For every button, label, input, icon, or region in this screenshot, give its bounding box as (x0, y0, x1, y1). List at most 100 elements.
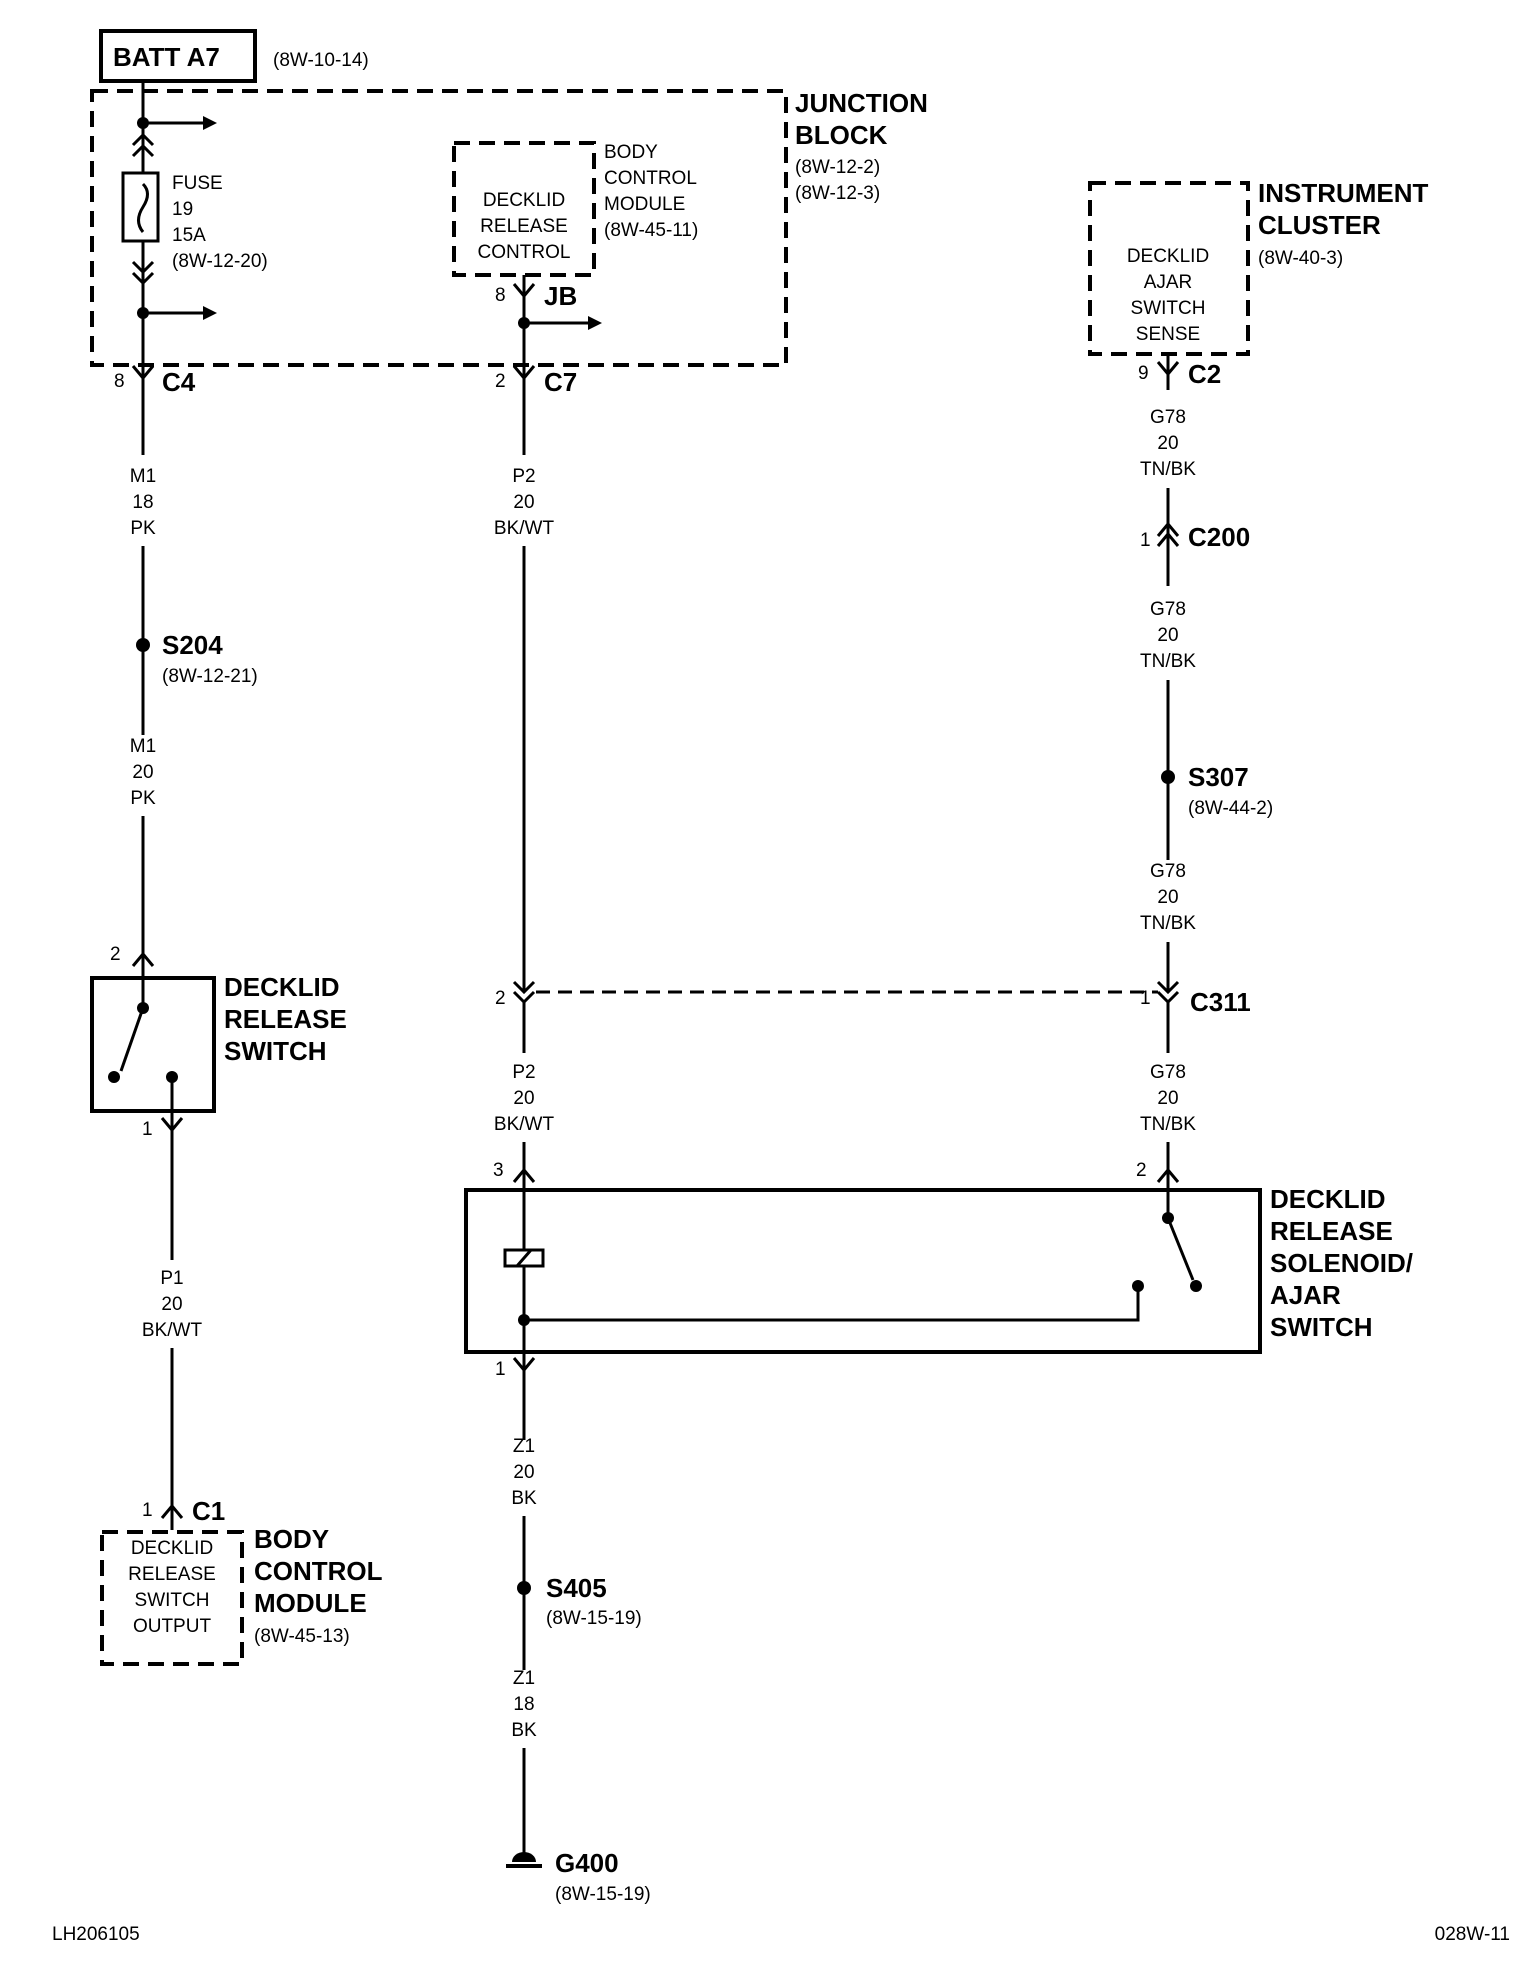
g78c-color: TN/BK (1140, 913, 1196, 934)
chevron-down-icon (131, 260, 155, 275)
z1-20-circuit: Z1 (513, 1436, 535, 1457)
ajar-return-wire (524, 1286, 1140, 1322)
z1-20-gauge: 20 (513, 1462, 534, 1483)
ajar-label-3: SWITCH (1131, 298, 1206, 319)
fuse-label-1: FUSE (172, 173, 223, 194)
jb-pin: 8 (495, 285, 506, 306)
p1-color: BK/WT (142, 1320, 203, 1341)
m1-20-color: PK (130, 788, 156, 809)
chevron-down-icon (131, 271, 155, 286)
c200-pin: 1 (1140, 530, 1151, 551)
jb-name: JB (544, 281, 577, 311)
solenoid-coil-icon (515, 1249, 533, 1267)
z1-18-color: BK (511, 1720, 537, 1741)
z1-18-circuit: Z1 (513, 1668, 535, 1689)
solenoid-ajar-switch-box (464, 1188, 1262, 1354)
m1-18-gauge: 18 (132, 492, 153, 513)
bcm-top-ref: (8W-45-11) (604, 220, 698, 241)
s307-name: S307 (1188, 762, 1249, 792)
g78b-gauge: 20 (1157, 625, 1178, 646)
drc-label-2: RELEASE (480, 216, 568, 237)
junction-block-title-2: BLOCK (795, 120, 888, 150)
switch-label-1: DECKLID (224, 972, 340, 1002)
so-label-3: SWITCH (135, 1590, 210, 1611)
connector-solenoid-pin-1 (512, 1357, 536, 1373)
z1-20-color: BK (511, 1488, 537, 1509)
bcm-bottom-label-2: CONTROL (254, 1556, 383, 1586)
switch-pin-bottom: 1 (142, 1119, 153, 1140)
batt-label: BATT A7 (113, 42, 220, 72)
g78d-gauge: 20 (1157, 1088, 1178, 1109)
g400-ref: (8W-15-19) (555, 1884, 651, 1905)
solenoid-pin-1: 1 (495, 1359, 506, 1380)
connector-c311-left (512, 980, 536, 995)
g78c-circuit: G78 (1150, 861, 1186, 882)
solenoid-pin-2: 2 (1136, 1160, 1147, 1181)
ajar-switch-contact (1132, 1280, 1144, 1292)
arrow-right-icon (588, 316, 602, 330)
c7-pin: 2 (495, 371, 506, 392)
batt-box (99, 29, 257, 83)
c1-pin: 1 (142, 1500, 153, 1521)
s204-ref: (8W-12-21) (162, 666, 258, 687)
chevron-up-icon (131, 143, 155, 158)
g400-name: G400 (555, 1848, 619, 1878)
fuse-ref: (8W-12-20) (172, 251, 268, 272)
ajar-label-2: AJAR (1144, 272, 1193, 293)
s307-ref: (8W-44-2) (1188, 798, 1273, 819)
splice-s405-dot (517, 1581, 531, 1595)
cluster-ref: (8W-40-3) (1258, 248, 1343, 269)
connector-c200-symbol (1156, 521, 1180, 537)
c1-name: C1 (192, 1496, 225, 1526)
ajar-switch-contact (1190, 1280, 1202, 1292)
bcm-bottom-ref: (8W-45-13) (254, 1626, 350, 1647)
p2a-gauge: 20 (513, 492, 534, 513)
z1-18-gauge: 18 (513, 1694, 534, 1715)
footer-right-code: 028W-11 (1435, 1924, 1510, 1945)
c4-name: C4 (162, 367, 196, 397)
footer-left-code: LH206105 (52, 1924, 140, 1945)
solenoid-label-2: RELEASE (1270, 1216, 1393, 1246)
drc-label-3: CONTROL (478, 242, 571, 263)
junction-block-ref-2: (8W-12-3) (795, 183, 880, 204)
g78d-color: TN/BK (1140, 1114, 1196, 1135)
connector-solenoid-pin-3 (512, 1167, 536, 1183)
c2-name: C2 (1188, 359, 1221, 389)
bcm-top-label-3: MODULE (604, 194, 685, 215)
ajar-label-4: SENSE (1136, 324, 1200, 345)
g78a-circuit: G78 (1150, 407, 1186, 428)
arrow-right-icon (203, 116, 217, 130)
junction-block-title-1: JUNCTION (795, 88, 928, 118)
g78b-color: TN/BK (1140, 651, 1196, 672)
g78d-circuit: G78 (1150, 1062, 1186, 1083)
p2b-circuit: P2 (512, 1062, 535, 1083)
arrow-right-icon (203, 306, 217, 320)
bcm-bottom-label-1: BODY (254, 1524, 329, 1554)
so-label-2: RELEASE (128, 1564, 216, 1585)
splice-s307-dot (1161, 770, 1175, 784)
c311-pin-right: 1 (1140, 988, 1151, 1009)
c200-name: C200 (1188, 522, 1250, 552)
g78a-gauge: 20 (1157, 433, 1178, 454)
solenoid-label-1: DECKLID (1270, 1184, 1386, 1214)
switch-pin-top: 2 (110, 944, 121, 965)
s204-name: S204 (162, 630, 223, 660)
p2b-gauge: 20 (513, 1088, 534, 1109)
switch-label-2: RELEASE (224, 1004, 347, 1034)
p2b-color: BK/WT (494, 1114, 555, 1135)
batt-ref: (8W-10-14) (273, 50, 369, 71)
m1-20-circuit: M1 (130, 736, 156, 757)
m1-18-circuit: M1 (130, 466, 156, 487)
cluster-title-2: CLUSTER (1258, 210, 1381, 240)
chevron-up-icon (131, 132, 155, 147)
solenoid-label-4: AJAR (1270, 1280, 1341, 1310)
bcm-top-label-2: CONTROL (604, 168, 697, 189)
m1-20-gauge: 20 (132, 762, 153, 783)
p1-circuit: P1 (160, 1268, 183, 1289)
c2-pin: 9 (1138, 363, 1149, 384)
splice-s204-dot (136, 638, 150, 652)
bcm-bottom-label-3: MODULE (254, 1588, 367, 1618)
p1-gauge: 20 (161, 1294, 182, 1315)
g78a-color: TN/BK (1140, 459, 1196, 480)
ajar-switch-blade (1166, 1217, 1195, 1281)
